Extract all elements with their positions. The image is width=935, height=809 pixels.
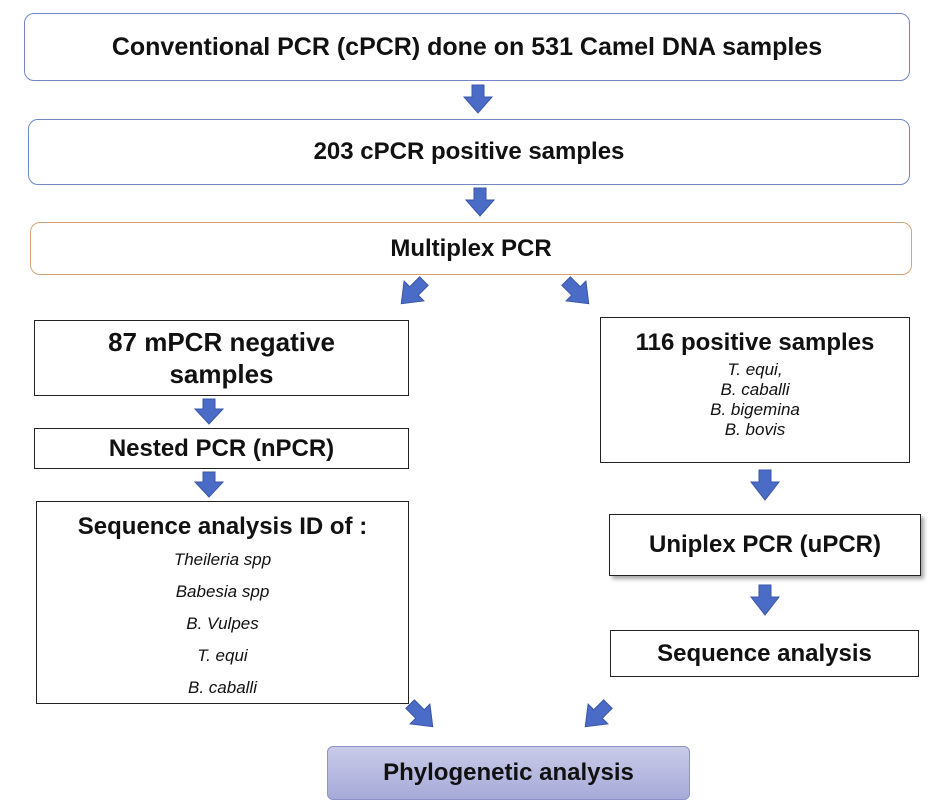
positive-species: T. equi, <box>727 360 783 379</box>
cpcr-positive-label: 203 cPCR positive samples <box>313 138 625 165</box>
sequence-id-species: B. Vulpes <box>186 614 259 633</box>
mpcr-negative-line2: samples <box>169 359 274 389</box>
block-arrow-icon <box>561 276 590 305</box>
conventional-pcr-label: Conventional PCR (cPCR) done on 531 Came… <box>111 32 823 61</box>
block-arrow-icon <box>193 471 225 498</box>
positive-samples-title: 116 positive samples <box>635 329 875 356</box>
positive-species: B. bovis <box>724 420 786 439</box>
sequence-analysis-box: Sequence analysis <box>610 630 919 677</box>
multiplex-pcr-box: Multiplex PCR <box>30 222 912 275</box>
block-arrow-icon <box>462 84 494 114</box>
mpcr-negative-line1: 87 mPCR negative <box>108 327 335 357</box>
nested-pcr-box: Nested PCR (nPCR) <box>34 428 409 469</box>
uniplex-pcr-label: Uniplex PCR (uPCR) <box>648 531 881 558</box>
phylogenetic-analysis-box: Phylogenetic analysis <box>327 746 690 800</box>
block-arrow-icon <box>405 699 434 728</box>
uniplex-pcr-box: Uniplex PCR (uPCR) <box>609 514 921 576</box>
block-arrow-icon <box>749 584 781 616</box>
positive-species: B. bigemina <box>710 400 800 419</box>
block-arrow-icon <box>464 187 496 217</box>
block-arrow-icon <box>193 398 225 425</box>
sequence-id-box: Sequence analysis ID of : Theileria spp … <box>36 501 409 704</box>
mpcr-negative-box: 87 mPCR negative samples <box>34 320 409 396</box>
block-arrow-icon <box>749 469 781 501</box>
sequence-id-title: Sequence analysis ID of : <box>77 513 368 540</box>
phylogenetic-analysis-label: Phylogenetic analysis <box>383 759 634 786</box>
cpcr-positive-box: 203 cPCR positive samples <box>28 119 910 185</box>
block-arrow-icon <box>400 276 429 305</box>
sequence-id-species: Theileria spp <box>173 550 272 569</box>
nested-pcr-label: Nested PCR (nPCR) <box>108 434 335 462</box>
block-arrow-icon <box>584 699 613 728</box>
positive-species: B. caballi <box>720 380 790 399</box>
positive-samples-box: 116 positive samples T. equi, B. caballi… <box>600 317 910 463</box>
sequence-id-species: T. equi <box>197 646 248 665</box>
conventional-pcr-box: Conventional PCR (cPCR) done on 531 Came… <box>24 13 910 81</box>
multiplex-pcr-label: Multiplex PCR <box>390 234 552 262</box>
sequence-analysis-label: Sequence analysis <box>657 639 872 667</box>
sequence-id-species: B. caballi <box>188 678 257 697</box>
sequence-id-species: Babesia spp <box>175 582 270 601</box>
